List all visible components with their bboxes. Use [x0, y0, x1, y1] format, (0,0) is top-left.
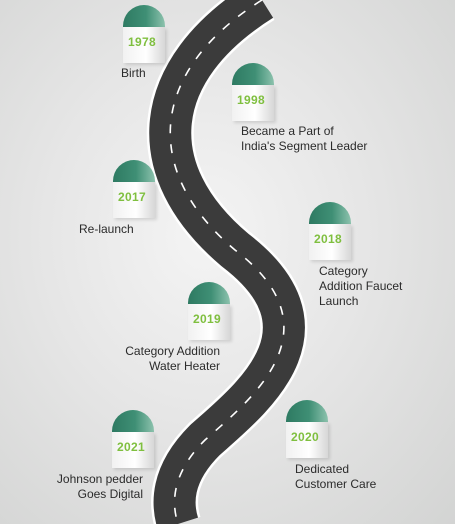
milestone-year: 2018: [314, 232, 342, 246]
milestone-year: 2020: [291, 430, 319, 444]
milestone-cap: [113, 160, 155, 182]
milestone-post: [123, 27, 165, 63]
milestone-label-2017: Re-launch: [79, 222, 134, 236]
milestone-cap: [309, 202, 351, 224]
milestone-post: [113, 182, 155, 218]
milestone-post: [232, 85, 274, 121]
milestone-year: 2021: [117, 440, 145, 454]
milestone-cap: [112, 410, 154, 432]
milestone-post: [286, 422, 328, 458]
milestone-cap: [286, 400, 328, 422]
milestone-year: 2017: [118, 190, 146, 204]
milestone-2018: 2018: [309, 202, 351, 260]
milestone-cap: [123, 5, 165, 27]
milestone-label-2019: Category Addition Water Heater: [125, 344, 220, 373]
milestone-year: 1998: [237, 93, 265, 107]
milestone-2021: 2021: [112, 410, 154, 468]
milestone-year: 1978: [128, 35, 156, 49]
milestone-post: [309, 224, 351, 260]
milestone-2020: 2020: [286, 400, 328, 458]
milestone-label-2021: Johnson pedder Goes Digital: [56, 472, 143, 501]
milestone-cap: [232, 63, 274, 85]
milestone-label-1998: Became a Part of India's Segment Leader: [241, 124, 368, 153]
road-center-line: [169, 0, 285, 524]
milestone-1978: 1978: [123, 5, 165, 63]
milestone-2017: 2017: [113, 160, 155, 218]
milestone-year: 2019: [193, 312, 221, 326]
milestone-1998: 1998: [232, 63, 274, 121]
milestone-2019: 2019: [188, 282, 230, 340]
milestone-post: [188, 304, 230, 340]
milestone-label-2018: Category Addition Faucet Launch: [319, 264, 403, 308]
milestone-label-2020: Dedicated Customer Care: [295, 462, 377, 491]
milestone-post: [112, 432, 154, 468]
milestone-cap: [188, 282, 230, 304]
milestone-label-1978: Birth: [121, 66, 146, 80]
